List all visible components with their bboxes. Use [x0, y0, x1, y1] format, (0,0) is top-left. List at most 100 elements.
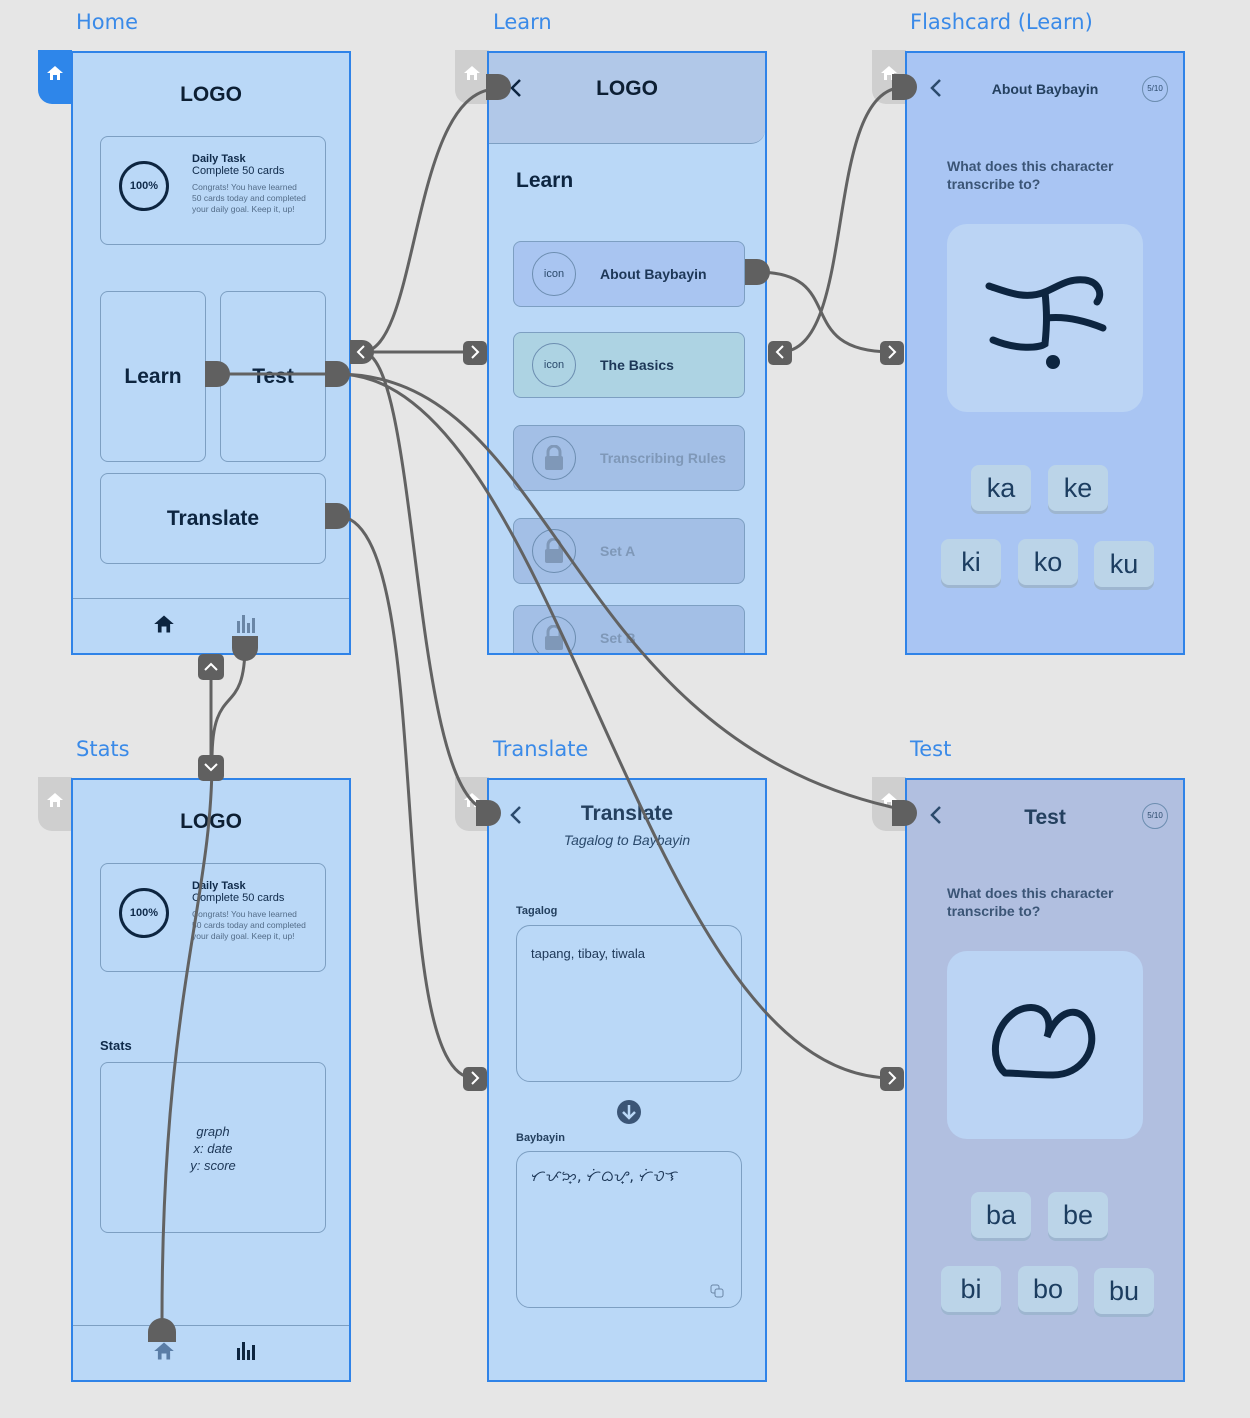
home-icon: [464, 66, 480, 80]
daily-task-desc: Congrats! You have learned: [192, 909, 297, 919]
home-screen-marker[interactable]: [38, 50, 72, 104]
daily-task-desc: Congrats! You have learned: [192, 182, 297, 192]
answer-option[interactable]: ki: [941, 539, 1001, 585]
answer-option[interactable]: ko: [1018, 539, 1078, 585]
home-icon[interactable]: [153, 1340, 175, 1362]
translate-tile-label: Translate: [166, 507, 260, 530]
artboard-title-flashcard[interactable]: Flashcard (Learn): [910, 10, 1093, 34]
logo: LOGO: [596, 77, 658, 100]
artboard-title-stats[interactable]: Stats: [76, 737, 130, 761]
back-chevron-icon[interactable]: [929, 805, 943, 825]
learn-header: [489, 53, 765, 144]
answer-option[interactable]: be: [1048, 1192, 1108, 1238]
connector-node: [880, 1067, 904, 1091]
artboard-title-learn[interactable]: Learn: [493, 10, 552, 34]
home-icon[interactable]: [153, 613, 175, 635]
connector-node: [463, 1067, 487, 1091]
answer-option[interactable]: ba: [971, 1192, 1031, 1238]
connector-node: [350, 340, 374, 364]
answer-option[interactable]: bi: [941, 1266, 1001, 1312]
connector-node: [745, 259, 770, 285]
learn-item-the-basics[interactable]: icon The Basics: [513, 332, 745, 398]
home-icon: [47, 793, 63, 807]
connector-node: [325, 503, 350, 529]
bar-chart-icon[interactable]: [235, 611, 257, 635]
answer-option[interactable]: bo: [1018, 1266, 1078, 1312]
lock-icon: [532, 436, 576, 480]
connector-node: [463, 341, 487, 365]
artboard-title-home[interactable]: Home: [76, 10, 139, 34]
learn-tile-label: Learn: [124, 365, 182, 388]
bottom-nav: [73, 598, 349, 653]
test-tile-label: Test: [252, 365, 294, 388]
learn-item-label: About Baybayin: [600, 266, 707, 282]
baybayin-output[interactable]: ᜆᜉᜅ᜔, ᜆᜒᜊᜌ᜔, ᜆᜒᜏᜎ: [516, 1151, 742, 1308]
baybayin-character-card: [947, 224, 1143, 412]
daily-task-desc: your daily goal. Keep it, up!: [192, 204, 295, 214]
bottom-nav: [73, 1325, 349, 1380]
learn-heading: Learn: [516, 169, 574, 192]
back-chevron-icon[interactable]: [509, 805, 523, 825]
progress-counter: 5/10: [1142, 76, 1168, 102]
learn-item-label: Transcribing Rules: [600, 450, 727, 466]
item-icon: icon: [532, 252, 576, 296]
baybayin-ka-glyph: [985, 276, 1107, 369]
daily-task-card[interactable]: 100% Daily Task Complete 50 cards Congra…: [100, 136, 326, 245]
answer-option[interactable]: ku: [1094, 541, 1154, 587]
test-artboard: Test 5/10 What does this character trans…: [905, 778, 1185, 1382]
translate-title: Translate: [580, 802, 674, 825]
artboard-title-test[interactable]: Test: [910, 737, 952, 761]
progress-ring: 100%: [119, 888, 169, 938]
stats-graph-placeholder: graph x: date y: score: [100, 1062, 326, 1233]
progress-counter: 5/10: [1142, 803, 1168, 829]
baybayin-character-card: [947, 951, 1143, 1139]
connector-node: [232, 636, 258, 661]
tagalog-label: Tagalog: [516, 905, 558, 917]
connector-node: [880, 341, 904, 365]
artboard-title-translate[interactable]: Translate: [493, 737, 589, 761]
graph-y-label: y: score: [190, 1158, 236, 1173]
arrow-down-icon[interactable]: [616, 1099, 642, 1125]
home-screen-marker[interactable]: [38, 777, 72, 831]
daily-task-card[interactable]: 100% Daily Task Complete 50 cards Congra…: [100, 863, 326, 972]
graph-label: graph: [196, 1124, 230, 1139]
connector-node: [892, 74, 917, 100]
daily-task-desc: 50 cards today and completed: [192, 193, 306, 203]
tagalog-input[interactable]: tapang, tibay, tiwala: [516, 925, 742, 1082]
learn-item-label: The Basics: [600, 357, 674, 373]
learn-item-label: Set A: [600, 543, 636, 559]
logo: LOGO: [180, 810, 242, 833]
tagalog-input-value: tapang, tibay, tiwala: [531, 946, 645, 961]
connector-node: [768, 341, 792, 365]
back-chevron-icon[interactable]: [929, 78, 943, 98]
item-icon: icon: [532, 343, 576, 387]
lock-icon: [532, 616, 576, 653]
translate-artboard: Translate Tagalog to Baybayin Tagalog ta…: [487, 778, 767, 1382]
stats-artboard: LOGO 100% Daily Task Complete 50 cards C…: [71, 778, 351, 1382]
home-artboard: LOGO 100% Daily Task Complete 50 cards C…: [71, 51, 351, 655]
daily-task-desc: your daily goal. Keep it, up!: [192, 931, 295, 941]
connector-node: [148, 1318, 177, 1342]
flashcard-artboard: About Baybayin 5/10 What does this chara…: [905, 51, 1185, 655]
answer-option[interactable]: ke: [1048, 465, 1108, 511]
graph-x-label: x: date: [193, 1141, 233, 1156]
daily-task-subtitle: Complete 50 cards: [192, 165, 285, 177]
copy-icon[interactable]: [710, 1284, 724, 1298]
progress-ring: 100%: [119, 161, 169, 211]
stats-heading: Stats: [100, 1038, 132, 1053]
learn-item-transcribing-rules[interactable]: Transcribing Rules: [513, 425, 745, 491]
answer-option[interactable]: ka: [971, 465, 1031, 511]
question-text: What does this character transcribe to?: [947, 885, 1114, 919]
daily-task-title: Daily Task: [192, 153, 246, 165]
back-chevron-icon[interactable]: [509, 78, 523, 98]
home-screen-marker[interactable]: [455, 50, 489, 104]
baybayin-output-value: ᜆᜉᜅ᜔, ᜆᜒᜊᜌ᜔, ᜆᜒᜏᜎ: [531, 1167, 679, 1185]
connector-node: [325, 361, 350, 387]
connector-node: [205, 361, 230, 387]
baybayin-label: Baybayin: [516, 1132, 565, 1144]
bar-chart-icon[interactable]: [235, 1338, 257, 1362]
learn-item-about-baybayin[interactable]: icon About Baybayin: [513, 241, 745, 307]
connector-node: [486, 74, 511, 100]
flashcard-title: About Baybayin: [991, 81, 1099, 97]
answer-option[interactable]: bu: [1094, 1268, 1154, 1314]
